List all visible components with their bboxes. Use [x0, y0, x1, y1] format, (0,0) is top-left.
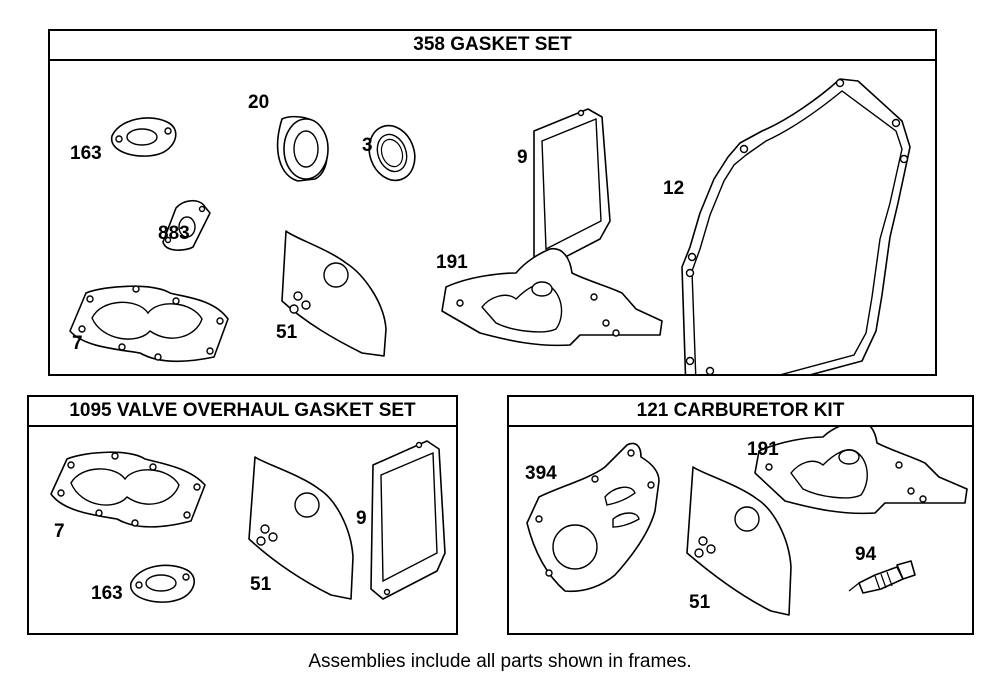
part-163-gasket: [130, 564, 195, 603]
label-191: 191: [436, 252, 468, 273]
frame-1095-valve-overhaul-gasket-set: 1095 VALVE OVERHAUL GASKET SET: [27, 395, 458, 635]
label-7: 7: [54, 521, 65, 542]
carb-kit-drawing: [526, 427, 968, 616]
part-12-crankcase-gasket: [681, 78, 911, 374]
label-163: 163: [91, 583, 123, 604]
footer-note: Assemblies include all parts shown in fr…: [308, 651, 692, 672]
label-9: 9: [517, 147, 528, 168]
valve-set-drawing: [50, 440, 446, 603]
part-7-head-gasket: [50, 451, 206, 528]
part-9-gasket: [533, 108, 611, 268]
frame-title: 1095 VALVE OVERHAUL GASKET SET: [29, 397, 456, 427]
part-3-oil-seal: [368, 124, 416, 182]
label-191: 191: [747, 439, 779, 460]
part-51-plate: [686, 466, 792, 616]
label-163: 163: [70, 143, 102, 164]
part-20-oil-seal: [276, 115, 329, 182]
label-883: 883: [158, 223, 190, 244]
label-7: 7: [72, 333, 83, 354]
frame-title: 121 CARBURETOR KIT: [509, 397, 972, 427]
label-394: 394: [525, 463, 557, 484]
part-163-gasket: [111, 117, 177, 157]
part-394-gasket: [526, 442, 660, 593]
label-3: 3: [362, 135, 373, 156]
part-51-plate: [281, 230, 387, 357]
part-94-needle: [848, 560, 916, 594]
label-94: 94: [855, 544, 877, 565]
part-7-head-gasket: [69, 285, 229, 363]
frame-358-gasket-set: 358 GASKET SET: [48, 29, 937, 376]
label-51: 51: [276, 322, 298, 343]
gasket-set-drawing: [69, 78, 911, 374]
part-51-plate: [248, 456, 354, 600]
label-51: 51: [250, 574, 272, 595]
part-191-gasket: [441, 248, 663, 347]
label-12: 12: [663, 178, 685, 199]
label-9: 9: [356, 508, 367, 529]
part-191-gasket: [754, 427, 968, 515]
label-20: 20: [248, 92, 270, 113]
part-883-gasket: [162, 199, 211, 251]
frame-121-carburetor-kit: 121 CARBURETOR KIT: [507, 395, 974, 635]
label-51: 51: [689, 592, 711, 613]
part-9-gasket: [370, 440, 446, 600]
frame-title: 358 GASKET SET: [50, 31, 935, 61]
